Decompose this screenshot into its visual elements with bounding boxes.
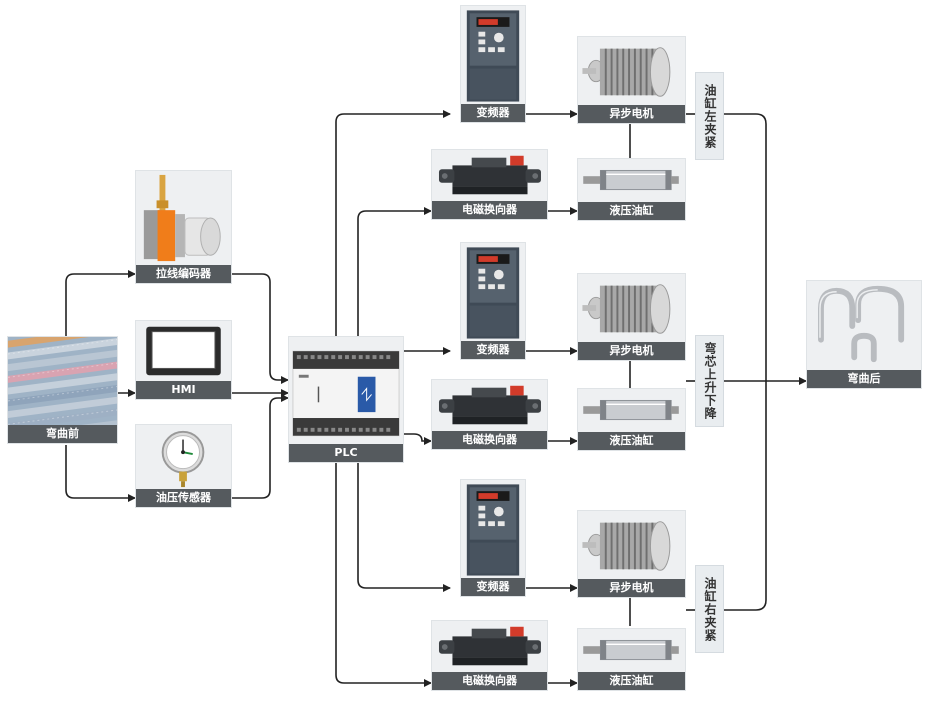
valve-label-3: 电磁换向器	[432, 672, 547, 690]
vfd-node-2: 变频器	[460, 242, 526, 360]
action-label-1: 油缸左夹紧	[695, 72, 724, 160]
action-label-2: 弯芯上升下降	[695, 335, 724, 427]
hmi-screen-icon	[136, 321, 231, 381]
motor-icon	[578, 511, 685, 579]
before-bending-label: 弯曲前	[8, 425, 117, 443]
before-bending-node: 弯曲前	[7, 336, 118, 444]
encoder-label: 拉线编码器	[136, 265, 231, 283]
encoder-icon	[136, 171, 231, 265]
vfd-icon	[461, 243, 525, 341]
valve-label-1: 电磁换向器	[432, 201, 547, 219]
motor-node-1: 异步电机	[577, 36, 686, 124]
rebar-photo	[8, 337, 117, 425]
solenoid-valve-icon	[432, 380, 547, 431]
encoder-node: 拉线编码器	[135, 170, 232, 284]
vfd-label-3: 变频器	[461, 578, 525, 596]
pressure-sensor-label: 油压传感器	[136, 489, 231, 507]
hmi-label: HMI	[136, 381, 231, 399]
solenoid-valve-icon	[432, 150, 547, 201]
solenoid-valve-icon	[432, 621, 547, 672]
motor-icon	[578, 274, 685, 342]
pressure-gauge-icon	[136, 425, 231, 489]
motor-label-1: 异步电机	[578, 105, 685, 123]
plc-icon	[289, 337, 403, 444]
motor-node-2: 异步电机	[577, 273, 686, 361]
valve-node-3: 电磁换向器	[431, 620, 548, 691]
valve-node-1: 电磁换向器	[431, 149, 548, 220]
motor-node-3: 异步电机	[577, 510, 686, 598]
hydraulic-cylinder-icon	[578, 629, 685, 672]
cylinder-node-2: 液压油缸	[577, 388, 686, 451]
valve-label-2: 电磁换向器	[432, 431, 547, 449]
cylinder-label-1: 液压油缸	[578, 202, 685, 220]
vfd-icon	[461, 6, 525, 104]
vfd-node-1: 变频器	[460, 5, 526, 123]
action-label-3: 油缸右夹紧	[695, 565, 724, 653]
motor-label-2: 异步电机	[578, 342, 685, 360]
vfd-node-3: 变频器	[460, 479, 526, 597]
cylinder-label-2: 液压油缸	[578, 432, 685, 450]
motor-label-3: 异步电机	[578, 579, 685, 597]
vfd-label-1: 变频器	[461, 104, 525, 122]
after-bending-label: 弯曲后	[807, 370, 921, 388]
motor-icon	[578, 37, 685, 105]
bent-rebar-icon	[807, 281, 921, 370]
hydraulic-cylinder-icon	[578, 159, 685, 202]
cylinder-node-1: 液压油缸	[577, 158, 686, 221]
vfd-label-2: 变频器	[461, 341, 525, 359]
cylinder-label-3: 液压油缸	[578, 672, 685, 690]
cylinder-node-3: 液压油缸	[577, 628, 686, 691]
after-bending-node: 弯曲后	[806, 280, 922, 389]
vfd-icon	[461, 480, 525, 578]
valve-node-2: 电磁换向器	[431, 379, 548, 450]
hydraulic-cylinder-icon	[578, 389, 685, 432]
plc-node: PLC	[288, 336, 404, 463]
plc-label: PLC	[289, 444, 403, 462]
hmi-node: HMI	[135, 320, 232, 400]
pressure-sensor-node: 油压传感器	[135, 424, 232, 508]
